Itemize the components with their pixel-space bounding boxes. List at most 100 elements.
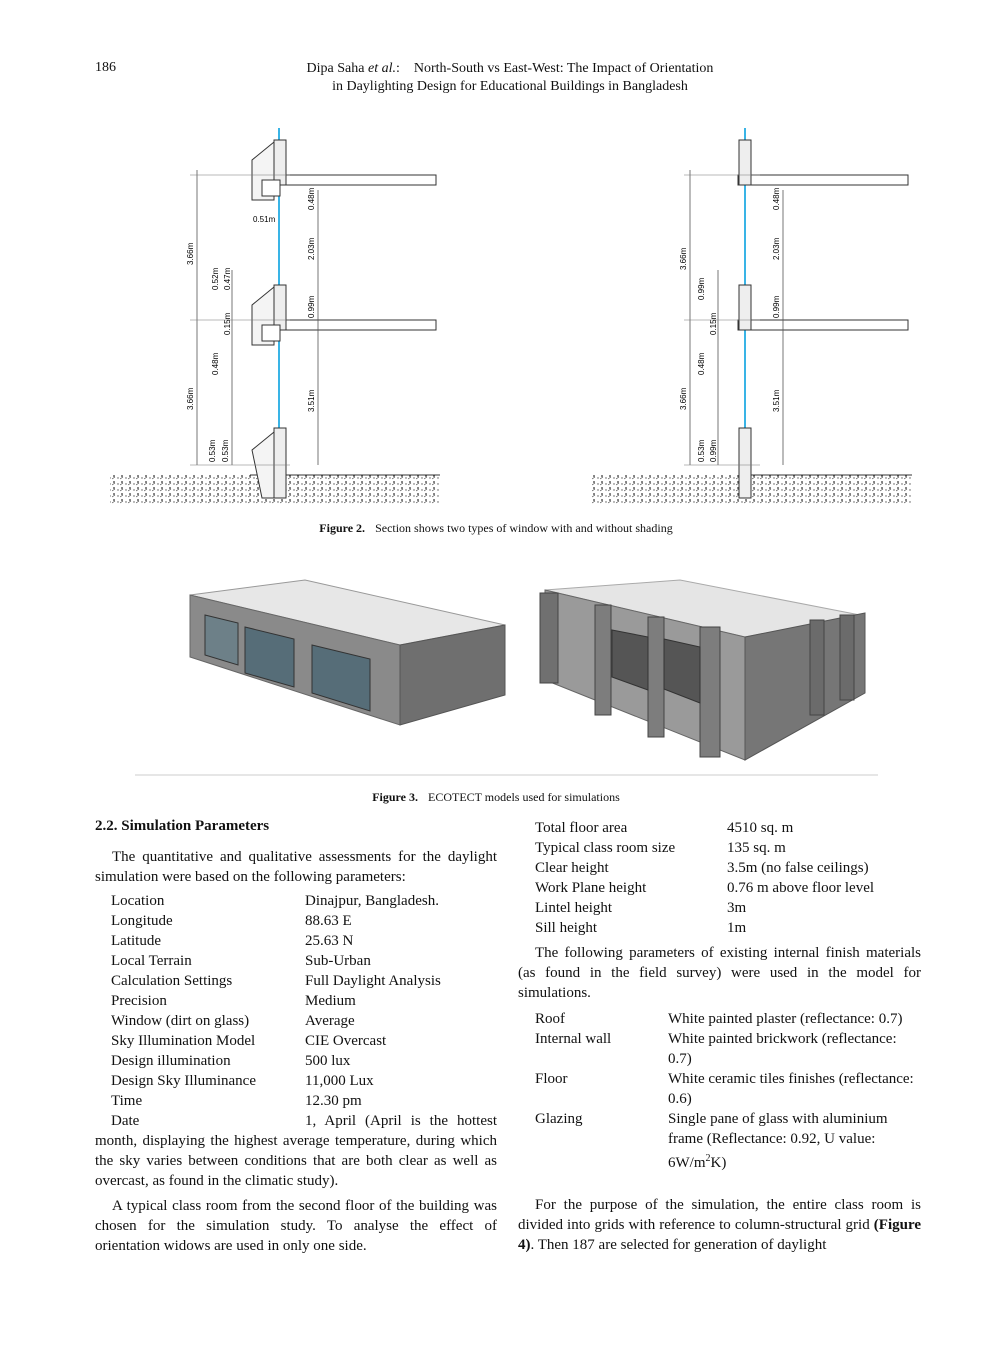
section-with-shading: 3.66m 3.66m 0.48m 2.03m 0.99m 3.51m 0.51… — [110, 128, 440, 505]
dim-left-9: 3.66m — [186, 387, 195, 410]
section-without-shading: 0.48m 2.03m 3.66m 0.99m 0.15m 0.99m 0.48… — [592, 128, 912, 505]
param-key: Time — [111, 1093, 143, 1109]
param-value: Dinajpur, Bangladesh. — [305, 893, 439, 909]
param-key: Sky Illumination Model — [111, 1033, 256, 1049]
param-row: Precision Medium — [111, 991, 497, 1011]
header-colon: : — [395, 61, 400, 76]
finish-key: Glazing — [535, 1111, 583, 1127]
intro-paragraph: The quantitative and qualitative assessm… — [95, 849, 497, 885]
figure-2-sections: 3.66m 3.66m 0.48m 2.03m 0.99m 3.51m 0.51… — [110, 128, 912, 505]
building-param-key: Lintel height — [535, 900, 613, 916]
dim-left-4: 0.52m — [211, 267, 220, 290]
dim-left-7: 0.99m — [307, 295, 316, 318]
grid-paragraph-text-a: For the purpose of the simulation, the e… — [518, 1197, 921, 1233]
building-param-value: 4510 sq. m — [727, 820, 794, 836]
dim-right-3: 0.99m — [697, 277, 706, 300]
header-et-al: et al. — [367, 61, 396, 76]
param-key: Design Sky Illuminance — [111, 1073, 256, 1089]
finish-value: White painted brickwork (reflectance: 0.… — [668, 1031, 897, 1067]
dim-left-8: 0.48m — [211, 352, 220, 375]
dim-left-6: 0.15m — [223, 312, 232, 335]
grid-paragraph-text-b: . Then 187 are selected for generation o… — [530, 1237, 827, 1253]
building-param-key: Typical class room size — [535, 840, 676, 856]
figure-3-caption: Figure 3. ECOTECT models used for simulat… — [0, 790, 992, 805]
dim-right-8: 3.51m — [772, 389, 781, 412]
dim-right-6: 0.48m — [697, 352, 706, 375]
section-title: 2.2. Simulation Parameters — [95, 818, 270, 834]
building-param-value: 3m — [727, 900, 747, 916]
date-continuation: month, displaying the highest average te… — [95, 1133, 497, 1189]
dim-left-2: 2.03m — [307, 237, 316, 260]
running-header: Dipa Saha et al.: North-South vs East-We… — [260, 60, 760, 96]
dim-right-0: 0.48m — [772, 187, 781, 210]
page-number: 186 — [95, 60, 116, 75]
figure-2-label: Figure 2. — [319, 521, 366, 535]
model-without-shading — [189, 579, 506, 726]
figure-3-label: Figure 3. — [372, 790, 418, 804]
finish-value: White painted plaster (reflectance: 0.7) — [668, 1011, 903, 1027]
building-param-key: Sill height — [535, 920, 598, 936]
dim-left-10: 3.51m — [307, 389, 316, 412]
building-param-row: Lintel height 3m — [535, 898, 921, 918]
date-key: Date — [111, 1113, 140, 1129]
dim-left-3: 3.66m — [186, 242, 195, 265]
finish-value: Single pane of glass with aluminium fram… — [668, 1111, 888, 1171]
finish-value-tail: K) — [710, 1155, 727, 1171]
dim-left-5: 0.47m — [223, 267, 232, 290]
param-key: Design illumination — [111, 1053, 231, 1069]
dim-right-9: 0.53m — [697, 439, 706, 462]
param-value: Full Daylight Analysis — [305, 973, 441, 989]
figure-3-models — [135, 579, 878, 776]
classroom-paragraph: A typical class room from the second flo… — [95, 1198, 497, 1254]
dim-right-2: 3.66m — [679, 247, 688, 270]
param-value: Average — [305, 1013, 355, 1029]
figure-2-caption: Figure 2.Section shows two types of wind… — [0, 521, 992, 536]
param-key: Longitude — [111, 913, 173, 929]
finish-key: Internal wall — [535, 1031, 612, 1047]
header-authors: Dipa Saha — [306, 61, 368, 76]
figure-4-reference[interactable]: (Figure 4) — [518, 1217, 921, 1253]
param-value: Sub-Urban — [305, 953, 371, 969]
figure-3-caption-text: ECOTECT models used for simulations — [428, 790, 620, 804]
building-param-value: 1m — [727, 920, 747, 936]
model-with-shading — [539, 579, 866, 761]
param-value: 500 lux — [305, 1053, 351, 1069]
header-title-2: in Daylighting Design for Educational Bu… — [332, 79, 688, 94]
param-key: Location — [111, 893, 165, 909]
dim-right-4: 0.15m — [709, 312, 718, 335]
param-value: Medium — [305, 993, 356, 1009]
finish-superscript: 2 — [705, 1153, 711, 1164]
finish-value-wrap: Single pane of glass with aluminium fram… — [668, 1109, 921, 1173]
param-value: 25.63 N — [305, 933, 354, 949]
param-key: Latitude — [111, 933, 161, 949]
param-row: Location Dinajpur, Bangladesh. — [111, 891, 497, 911]
param-row: Latitude 25.63 N — [111, 931, 497, 951]
param-row: Window (dirt on glass) Average — [111, 1011, 497, 1031]
dim-left-1: 0.51m — [253, 215, 276, 224]
param-key: Precision — [111, 993, 167, 1009]
dim-right-1: 2.03m — [772, 237, 781, 260]
dim-right-5: 0.99m — [772, 295, 781, 318]
building-param-key: Work Plane height — [535, 880, 647, 896]
param-key: Window (dirt on glass) — [111, 1013, 250, 1029]
dim-left-12: 0.53m — [221, 439, 230, 462]
dim-left-0: 0.48m — [307, 187, 316, 210]
finish-row: Glazing Single pane of glass with alumini… — [535, 1109, 921, 1173]
finishes-paragraph: The following parameters of existing int… — [518, 945, 921, 1001]
date-value: 1, April (April is the hottest — [305, 1113, 497, 1129]
param-value: CIE Overcast — [305, 1033, 387, 1049]
dim-right-10: 0.99m — [709, 439, 718, 462]
finish-key: Floor — [535, 1071, 568, 1087]
date-row: Date 1, April (April is the hottest — [111, 1111, 497, 1131]
